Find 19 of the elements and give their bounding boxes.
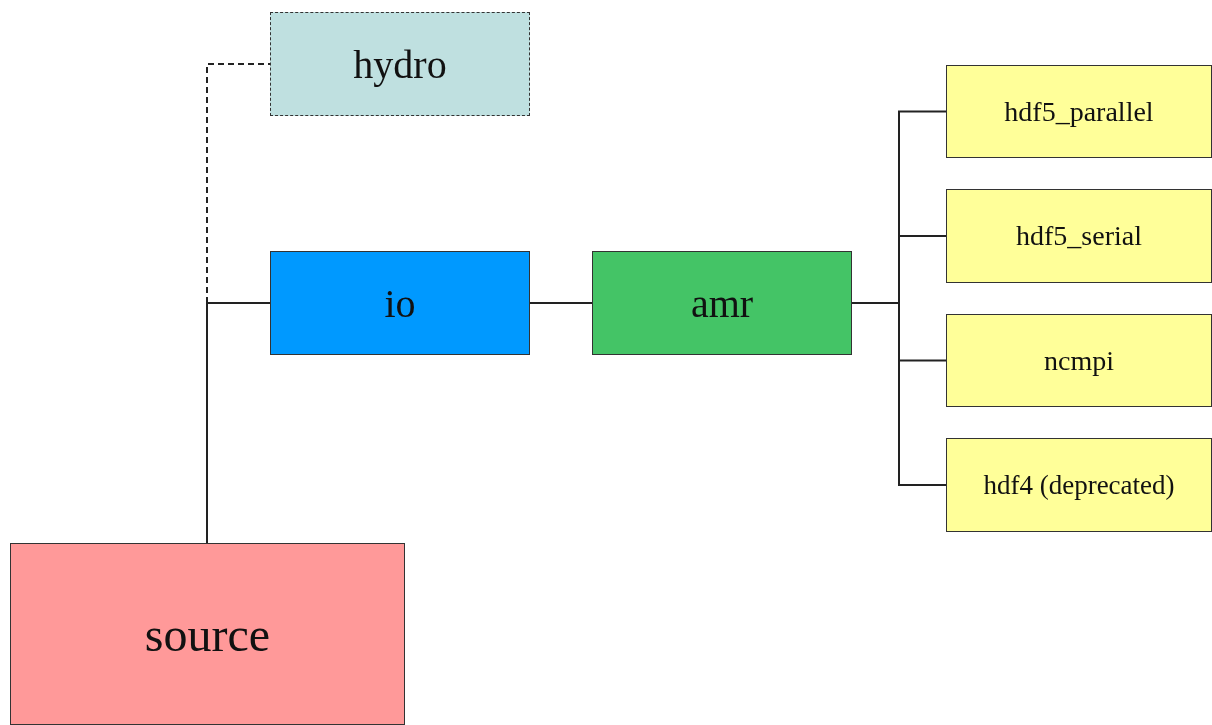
box-label: source bbox=[144, 606, 271, 662]
box bbox=[946, 314, 1212, 407]
box-label: hdf4 (deprecated) bbox=[983, 469, 1175, 501]
box bbox=[270, 12, 530, 116]
box-label: hdf5_parallel bbox=[1004, 95, 1154, 128]
box-label: hydro bbox=[353, 40, 447, 88]
box bbox=[10, 543, 405, 725]
connector-line bbox=[851, 302, 947, 486]
connector-line bbox=[529, 302, 593, 304]
box-label: hdf5_serial bbox=[1016, 220, 1142, 252]
box bbox=[592, 251, 852, 355]
box bbox=[946, 65, 1212, 158]
box-label: io bbox=[384, 279, 416, 327]
box bbox=[946, 189, 1212, 283]
box bbox=[270, 251, 530, 355]
connector-line bbox=[206, 302, 271, 544]
box-label: ncmpi bbox=[1044, 344, 1114, 377]
box bbox=[946, 438, 1212, 532]
box-label: amr bbox=[690, 279, 754, 327]
